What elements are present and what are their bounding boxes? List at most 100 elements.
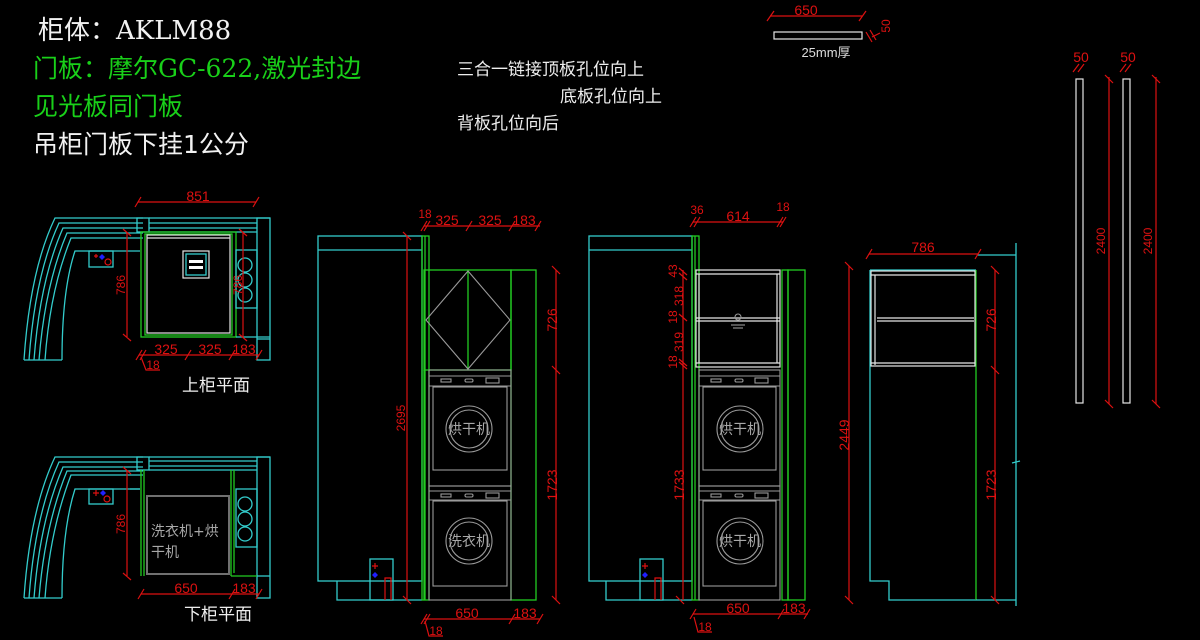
hole-position-note-1: 三合一链接顶板孔位向上: [457, 60, 644, 80]
section-left-panel-label: 36: [690, 203, 704, 217]
dimension-tick: [536, 613, 544, 625]
section-top-gap-label: 43: [666, 264, 680, 278]
countertop-curve: [38, 470, 143, 599]
dryer-front: [702, 386, 777, 471]
section-shelf2-label: 319: [672, 332, 686, 352]
dryer-door: [716, 405, 764, 453]
front-door1-label: 325: [435, 212, 459, 228]
dimension-tick: [689, 216, 697, 228]
dimension-tick: [402, 231, 412, 241]
dimension-tick: [858, 10, 867, 22]
dimension-tick: [693, 216, 701, 228]
dimension-tick: [974, 248, 982, 260]
column-block: [136, 456, 150, 471]
water-inlet-icon: [372, 572, 378, 578]
side-upper-height-label: 726: [983, 308, 999, 332]
column-block: [136, 217, 150, 233]
upper-plan-door2-label: 325: [198, 341, 222, 357]
dimension-tick: [508, 220, 516, 232]
lower-plan-side-label: 183: [232, 580, 256, 596]
dimension-tick: [990, 265, 1000, 275]
dimension-tick: [766, 10, 775, 22]
strip-1-width-label: 50: [1073, 49, 1089, 65]
control-knob: [464, 378, 474, 383]
control-knob: [734, 378, 744, 383]
inner-wall-curve: [61, 250, 140, 361]
dimension-tick: [990, 595, 1000, 605]
pipe-circle: [237, 496, 253, 512]
leader-line: [424, 620, 443, 637]
section-inner-width-label: 614: [726, 208, 750, 224]
pipe-circle: [237, 526, 253, 542]
dimension-tick: [1104, 74, 1114, 84]
right-side-panel: [787, 269, 806, 601]
washer: 洗衣机: [428, 485, 512, 601]
dimension-tick: [678, 313, 688, 322]
dimension-tick: [238, 228, 248, 237]
hole-position-note-2: 底板孔位向上: [560, 87, 662, 107]
leader-line: [140, 356, 160, 371]
break-mark: [1011, 460, 1021, 464]
dimension-tick: [865, 248, 873, 260]
dimension-tick: [678, 358, 688, 367]
upper-plan-depth-label: 786: [114, 275, 128, 295]
water-valve-icon: [642, 563, 648, 569]
dimension-tick: [402, 595, 412, 605]
washer-label: 洗衣机: [448, 534, 490, 550]
dimension-tick: [776, 216, 784, 228]
drain-pipe: [654, 577, 662, 600]
right-panel: [781, 269, 789, 601]
service-box: [639, 558, 664, 601]
countertop-curve: [33, 466, 143, 599]
control-buttons: [710, 378, 722, 383]
dimension-tick: [844, 261, 854, 271]
lamp-icon: [731, 313, 745, 329]
plinth: [605, 581, 692, 601]
countertop-curve: [44, 237, 143, 361]
front-panel-bottom-label: 18: [429, 624, 443, 638]
dimension-tick: [122, 572, 132, 581]
service-box: [369, 558, 394, 601]
section-right-panel-label: 18: [776, 200, 790, 214]
countertop-curve: [23, 217, 143, 361]
section-shelf1-label: 318: [672, 286, 686, 306]
board-outline: [773, 31, 863, 40]
right-wall: [256, 456, 271, 599]
front-upper-height-label: 726: [544, 308, 560, 332]
washer-door: [716, 517, 764, 565]
display: [485, 377, 500, 384]
display: [754, 492, 769, 499]
control-buttons: [440, 493, 452, 498]
plinth: [336, 581, 422, 601]
control-buttons: [440, 378, 452, 383]
dryer-front: [432, 386, 508, 471]
dimension-tick: [184, 349, 192, 361]
lower-plan-width-label: 650: [174, 580, 198, 596]
upper-plan-width-label: 851: [186, 188, 210, 204]
upper-cabinet-plan: 851 786 786 325 325 183 18 上柜平面: [23, 188, 271, 396]
washer-door-inner: [720, 521, 760, 561]
inner-wall-curve: [61, 488, 140, 599]
pipe-circle: [237, 287, 253, 303]
vertical-strip-2: 50 2400: [1119, 49, 1161, 409]
board-depth-label: 50: [879, 19, 893, 33]
water-valve-icon: [93, 490, 99, 496]
device-bar: [189, 260, 203, 263]
washer-label: 烘干机: [719, 534, 761, 550]
dryer: 烘干机: [428, 369, 512, 487]
vertical-strip-1: 50 2400: [1072, 49, 1114, 409]
control-knob: [464, 493, 474, 498]
display: [485, 492, 500, 499]
dimension-tick: [423, 220, 431, 232]
section-lower-height-label: 1733: [671, 469, 687, 500]
front-side-label: 183: [512, 212, 536, 228]
dimension-tick: [1151, 399, 1161, 409]
dimension-tick: [1104, 399, 1114, 409]
lower-plan-caption: 下柜平面: [184, 605, 252, 625]
door-panel-note: 门板：摩尔GC-622,激光封边: [33, 54, 362, 83]
dimension-tick: [779, 216, 787, 228]
dimension-tick: [777, 608, 785, 620]
strip-2-width-label: 50: [1120, 49, 1136, 65]
hanging-device-inner: [185, 253, 207, 276]
dimension-tick: [420, 220, 428, 232]
